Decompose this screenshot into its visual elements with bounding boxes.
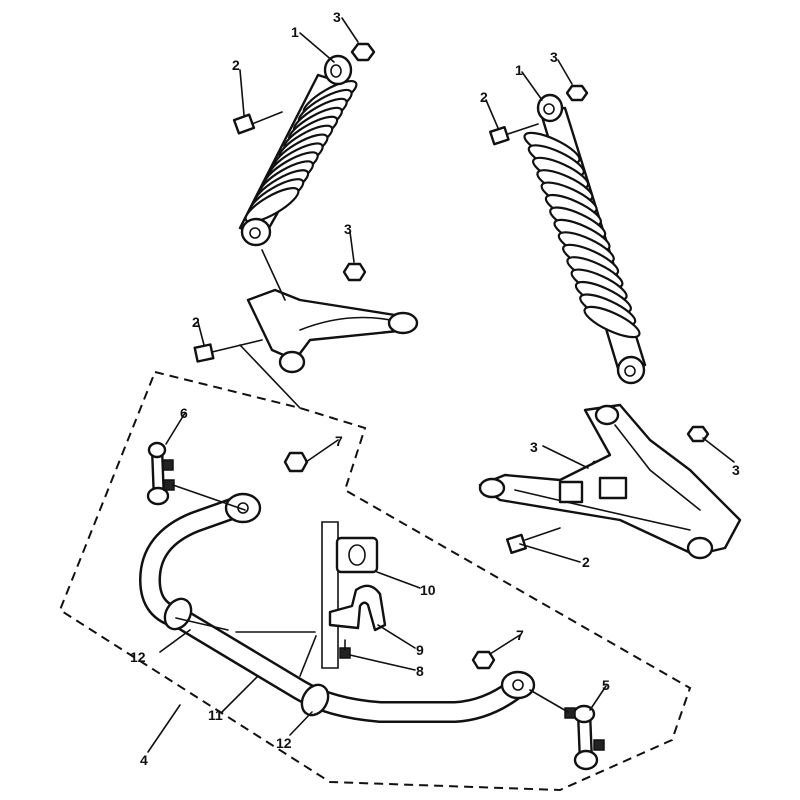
right-lower-control-arm (478, 403, 742, 560)
bolt-left-arm (193, 339, 263, 363)
stabilizer-bar (139, 492, 536, 723)
callout-3-right-arm-upper: 3 (732, 462, 740, 478)
callout-3-right-arm-center: 3 (530, 439, 538, 455)
stabilizer-link-left (146, 441, 246, 511)
callout-5: 5 (602, 677, 610, 693)
nut-left-arm (342, 262, 367, 282)
stabilizer-link-right (529, 689, 605, 771)
bushing-right (300, 683, 330, 717)
callout-1-right: 1 (515, 62, 523, 78)
stabilizer-group-boundary (58, 370, 692, 792)
callout-6: 6 (180, 405, 188, 421)
stabilizer-bushing (335, 536, 379, 574)
spring-coil (583, 305, 641, 339)
link-nut-lower (471, 650, 496, 670)
callout-9: 9 (416, 642, 424, 658)
callout-2-right-arm: 2 (582, 554, 590, 570)
callout-7-lower: 7 (516, 627, 524, 643)
bracket-bolt (339, 639, 351, 659)
right-shock-absorber (523, 93, 647, 385)
callout-2-right-shock: 2 (480, 89, 488, 105)
callout-7-upper: 7 (335, 433, 343, 449)
left-lower-control-arm (239, 249, 419, 409)
callout-11: 11 (208, 707, 223, 723)
callout-1-left: 1 (291, 24, 299, 40)
bushing-left (163, 597, 193, 631)
callout-10: 10 (420, 582, 436, 598)
nut-left-shock-top (350, 42, 376, 62)
callout-8: 8 (416, 663, 424, 679)
spring-coil (244, 186, 300, 224)
callout-labels: 1 1 2 2 2 2 3 3 3 3 3 4 5 6 7 7 8 9 10 1… (130, 9, 740, 768)
bolt-right-arm (505, 527, 561, 555)
link-nut-upper (283, 451, 309, 473)
callout-3-right-shock: 3 (550, 49, 558, 65)
left-shock-absorber (238, 54, 358, 247)
nut-right-shock-top (565, 84, 589, 102)
bushing-bracket (328, 584, 387, 632)
callout-2-left-shock: 2 (232, 57, 240, 73)
callout-2-left-arm: 2 (192, 314, 200, 330)
bolt-left-shock-top (232, 111, 283, 135)
leader-lines (147, 17, 735, 753)
callout-12-left: 12 (130, 649, 146, 665)
callout-12-right: 12 (276, 735, 292, 751)
callout-4: 4 (140, 752, 148, 768)
callout-3-left-shock: 3 (333, 9, 341, 25)
bolt-right-shock-top (489, 123, 539, 146)
callout-3-left-arm: 3 (344, 221, 352, 237)
